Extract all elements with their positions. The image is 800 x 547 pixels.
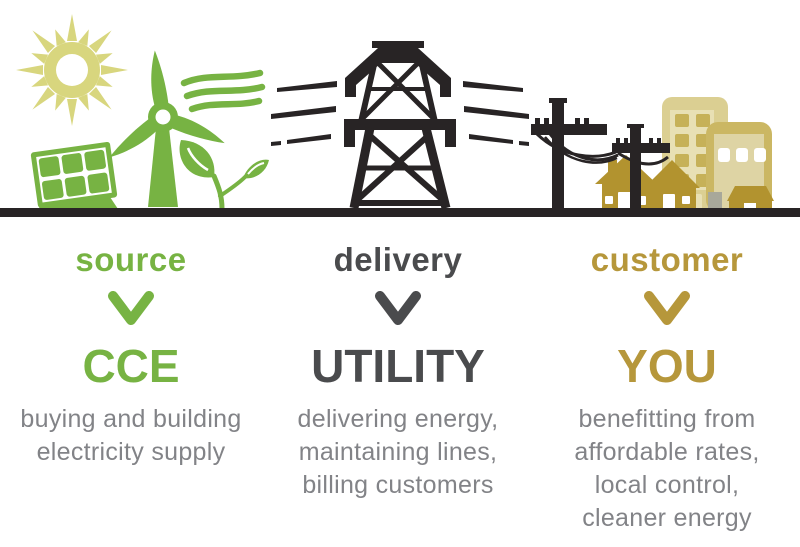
buildings-icon <box>662 97 772 212</box>
customer-description: benefitting from affordable rates, local… <box>574 405 760 532</box>
wind-gust-icon <box>180 69 266 113</box>
column-source: source CCE buying and building electrici… <box>0 218 262 469</box>
delivery-heading: UTILITY <box>311 340 485 392</box>
source-description: buying and building electricity supply <box>20 405 242 466</box>
delivery-label: delivery <box>333 241 463 278</box>
down-chevron-icon <box>644 291 690 325</box>
source-label: source <box>75 241 187 278</box>
source-heading: CCE <box>82 340 180 392</box>
illustration-scene <box>0 14 800 217</box>
delivery-description: delivering energy, maintaining lines, bi… <box>297 405 499 499</box>
solar-panel-icon <box>30 141 118 209</box>
wind-turbine-icon <box>109 50 225 207</box>
sun-icon <box>16 14 128 126</box>
column-delivery: delivery UTILITY delivering energy, main… <box>262 218 534 502</box>
houses-icon <box>595 155 700 211</box>
utility-pole-icon <box>531 98 607 211</box>
storefront-icon <box>727 186 774 210</box>
customer-label: customer <box>590 241 744 278</box>
column-customer: customer YOU benefitting from affordable… <box>534 218 800 535</box>
energy-lines-icon <box>271 81 529 146</box>
transmission-tower-icon <box>344 41 456 210</box>
columns-row: source CCE buying and building electrici… <box>0 218 800 535</box>
utility-pole-small-icon <box>612 124 670 212</box>
down-chevron-icon <box>108 291 154 325</box>
ground-line <box>0 208 800 217</box>
sprout-icon <box>179 140 269 212</box>
down-chevron-icon <box>375 291 421 325</box>
customer-heading: YOU <box>617 340 717 392</box>
